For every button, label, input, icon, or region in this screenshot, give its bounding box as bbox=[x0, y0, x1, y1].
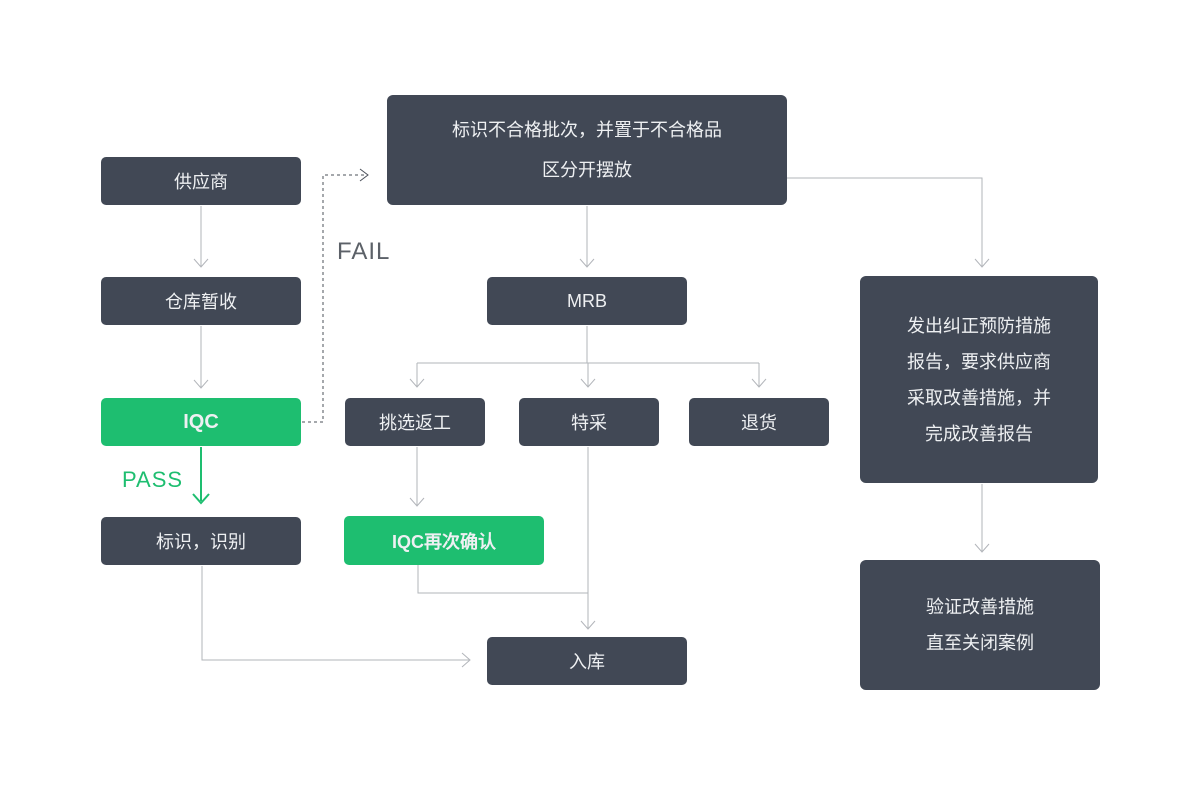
node-return-goods: 退货 bbox=[689, 398, 829, 446]
node-return-goods-label: 退货 bbox=[741, 413, 777, 433]
node-verify-close: 验证改善措施 直至关闭案例 bbox=[860, 560, 1100, 690]
node-reject-mark-line1: 标识不合格批次，并置于不合格品 bbox=[452, 120, 722, 140]
connector-rejectmark-to-mrb bbox=[579, 206, 595, 268]
node-capa-line4: 完成改善报告 bbox=[925, 423, 1033, 444]
connector-mrb-split bbox=[409, 326, 767, 388]
node-sort-rework: 挑选返工 bbox=[345, 398, 485, 446]
node-mrb-label: MRB bbox=[567, 290, 607, 311]
node-warehouse-receive: 仓库暂收 bbox=[101, 277, 301, 325]
node-reject-mark: 标识不合格批次，并置于不合格品 区分开摆放 bbox=[387, 95, 787, 205]
connector-special-to-warehousein bbox=[580, 447, 596, 630]
connector-rejectmark-to-capa bbox=[787, 177, 990, 268]
node-mark-identify: 标识，识别 bbox=[101, 517, 301, 565]
edge-label-fail: FAIL bbox=[337, 238, 391, 265]
edge-label-pass: PASS bbox=[122, 467, 184, 492]
node-sort-rework-label: 挑选返工 bbox=[379, 413, 451, 433]
node-mark-identify-label: 标识，识别 bbox=[156, 532, 246, 552]
node-verify-close-line2: 直至关闭案例 bbox=[926, 633, 1034, 653]
connector-capa-to-verify bbox=[974, 484, 990, 553]
connector-sortrework-to-recheck bbox=[409, 447, 425, 507]
node-special-accept-label: 特采 bbox=[571, 413, 607, 433]
node-warehouse-in: 入库 bbox=[487, 637, 687, 685]
node-capa-line2: 报告，要求供应商 bbox=[907, 351, 1051, 372]
connector-iqc-fail-dashed bbox=[302, 174, 365, 423]
node-warehouse-receive-label: 仓库暂收 bbox=[165, 292, 237, 312]
connector-mark-to-warehousein bbox=[201, 566, 471, 668]
connector-warehouse-to-iqc bbox=[193, 326, 209, 389]
node-mrb: MRB bbox=[487, 277, 687, 325]
connector-supplier-to-warehouse bbox=[193, 206, 209, 268]
node-iqc-recheck-label: IQC再次确认 bbox=[391, 531, 496, 552]
node-iqc: IQC bbox=[101, 398, 301, 446]
node-supplier: 供应商 bbox=[101, 157, 301, 205]
node-verify-close-line1: 验证改善措施 bbox=[926, 597, 1034, 617]
node-iqc-recheck: IQC再次确认 bbox=[344, 516, 544, 565]
node-reject-mark-line2: 区分开摆放 bbox=[542, 160, 632, 180]
node-iqc-label: IQC bbox=[183, 410, 219, 433]
connector-iqc-fail-arrowhead bbox=[359, 168, 369, 182]
node-capa: 发出纠正预防措施 报告，要求供应商 采取改善措施，并 完成改善报告 bbox=[860, 276, 1098, 483]
connector-recheck-join bbox=[417, 565, 588, 594]
node-special-accept: 特采 bbox=[519, 398, 659, 446]
node-supplier-label: 供应商 bbox=[174, 172, 228, 192]
node-warehouse-in-label: 入库 bbox=[569, 652, 605, 672]
node-capa-line3: 采取改善措施，并 bbox=[907, 387, 1051, 408]
node-capa-line1: 发出纠正预防措施 bbox=[907, 315, 1051, 336]
connector-iqc-pass-green bbox=[192, 447, 210, 505]
